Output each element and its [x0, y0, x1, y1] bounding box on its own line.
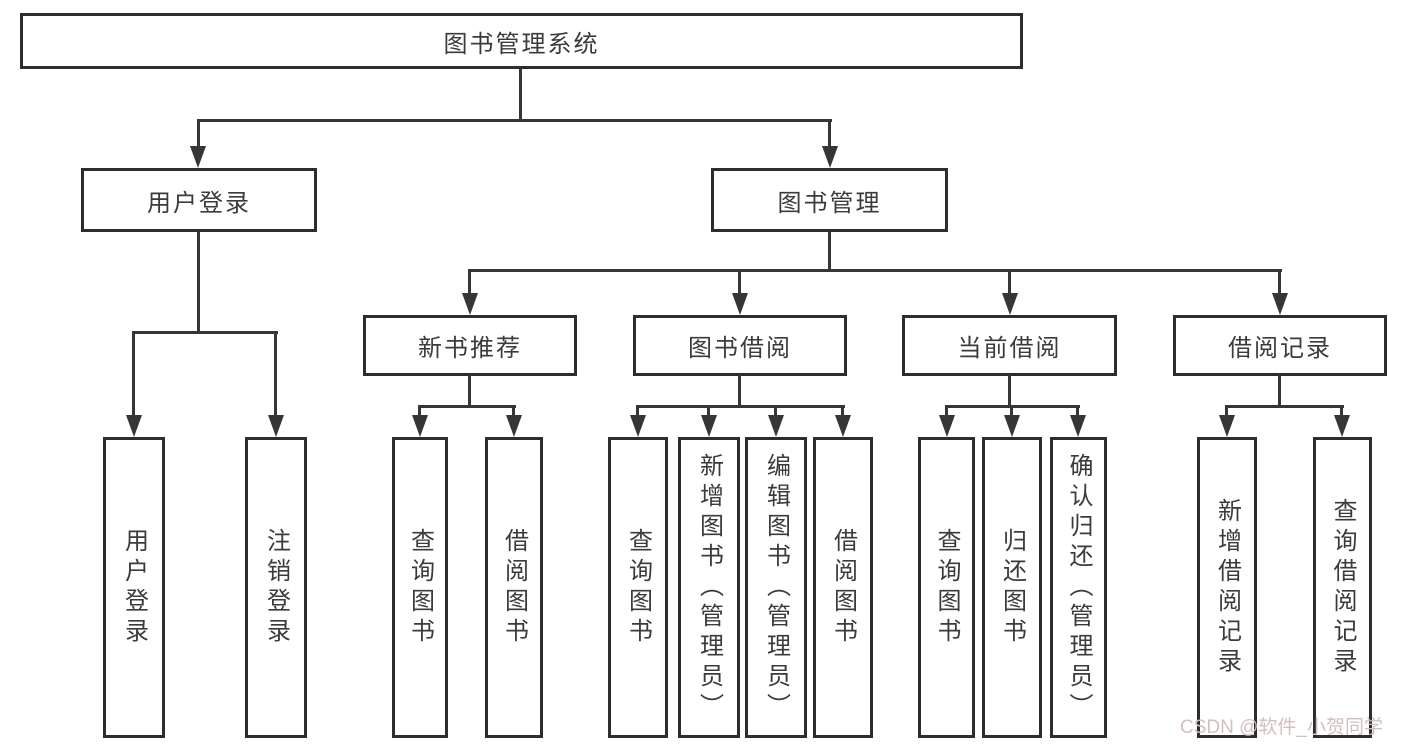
leaf-add-borrow-record-label: 新增借阅记录 — [1213, 497, 1241, 678]
arrowhead-down-icon — [835, 415, 851, 437]
arrowhead-down-icon — [1334, 415, 1350, 437]
leaf-query-books-recommend: 查询图书 — [392, 437, 448, 738]
node-new-book-recommend: 新书推荐 — [363, 315, 577, 376]
leaf-query-books-recommend-label: 查询图书 — [406, 527, 434, 648]
leaf-user-login-label: 用户登录 — [120, 527, 148, 648]
arrowhead-down-icon — [768, 415, 784, 437]
node-book-management: 图书管理 — [711, 168, 948, 232]
connector-line — [274, 331, 277, 421]
arrowhead-down-icon — [190, 146, 206, 168]
arrowhead-down-icon — [412, 415, 428, 437]
connector-line — [468, 269, 1282, 272]
leaf-query-books-borrow: 查询图书 — [608, 437, 668, 738]
leaf-return-books-label: 归还图书 — [998, 527, 1026, 648]
connector-line — [1008, 374, 1011, 407]
leaf-add-borrow-record: 新增借阅记录 — [1197, 437, 1257, 738]
leaf-add-books-admin: 新增图书（管理员） — [678, 437, 740, 738]
arrowhead-down-icon — [506, 415, 522, 437]
connector-line — [945, 405, 948, 421]
connector-line — [519, 69, 522, 120]
arrowhead-down-icon — [126, 415, 142, 437]
connector-line — [738, 374, 741, 407]
node-user-login-label: 用户登录 — [147, 189, 251, 217]
leaf-borrow-books-recommend-label: 借阅图书 — [500, 527, 528, 648]
arrowhead-down-icon — [1219, 415, 1235, 437]
leaf-edit-books-admin-label: 编辑图书（管理员） — [762, 452, 790, 723]
leaf-query-borrow-record-label: 查询借阅记录 — [1329, 497, 1356, 678]
connector-line — [707, 405, 710, 421]
connector-line — [1278, 374, 1281, 407]
node-user-login: 用户登录 — [81, 168, 317, 232]
connector-line — [1340, 405, 1343, 421]
watermark: CSDN @软件_小贺同学 — [1180, 717, 1383, 738]
connector-line — [1010, 405, 1013, 421]
connector-line — [1225, 405, 1228, 421]
node-new-book-recommend-label: 新书推荐 — [418, 335, 522, 362]
arrowhead-down-icon — [1004, 415, 1020, 437]
arrowhead-down-icon — [822, 146, 838, 168]
node-current-borrow-label: 当前借阅 — [957, 335, 1062, 362]
arrowhead-down-icon — [462, 293, 478, 315]
connector-line — [512, 405, 515, 421]
leaf-borrow-books-borrow: 借阅图书 — [813, 437, 873, 738]
connector-line — [1225, 405, 1344, 408]
arrowhead-down-icon — [630, 415, 646, 437]
connector-line — [1008, 269, 1011, 297]
node-book-borrow: 图书借阅 — [633, 315, 847, 376]
connector-line — [774, 405, 777, 421]
node-book-management-label: 图书管理 — [777, 189, 882, 217]
arrowhead-down-icon — [1002, 293, 1018, 315]
leaf-query-borrow-record: 查询借阅记录 — [1313, 437, 1372, 738]
arrowhead-down-icon — [268, 415, 284, 437]
leaf-borrow-books-recommend: 借阅图书 — [485, 437, 543, 738]
connector-line — [132, 331, 135, 421]
leaf-return-books: 归还图书 — [982, 437, 1042, 738]
arrowhead-down-icon — [1272, 293, 1288, 315]
connector-line — [418, 405, 516, 408]
arrowhead-down-icon — [732, 293, 748, 315]
connector-line — [828, 232, 831, 271]
leaf-confirm-return-admin: 确认归还（管理员） — [1050, 437, 1107, 738]
connector-line — [636, 405, 639, 421]
connector-line — [197, 232, 200, 333]
leaf-borrow-books-borrow-label: 借阅图书 — [829, 527, 857, 648]
arrowhead-down-icon — [1070, 415, 1086, 437]
leaf-query-books-borrow-label: 查询图书 — [624, 527, 652, 648]
connector-line — [828, 119, 831, 149]
node-borrow-records-label: 借阅记录 — [1228, 335, 1332, 362]
leaf-confirm-return-admin-label: 确认归还（管理员） — [1065, 452, 1092, 723]
connector-line — [468, 269, 471, 297]
connector-line — [841, 405, 844, 421]
connector-line — [197, 119, 832, 122]
connector-line — [197, 119, 200, 149]
leaf-logout: 注销登录 — [245, 437, 307, 738]
node-book-borrow-label: 图书借阅 — [688, 335, 792, 362]
arrowhead-down-icon — [701, 415, 717, 437]
node-root-label: 图书管理系统 — [443, 30, 600, 58]
leaf-edit-books-admin: 编辑图书（管理员） — [745, 437, 807, 738]
leaf-query-books-current-label: 查询图书 — [933, 527, 960, 648]
connector-line — [1278, 269, 1281, 297]
connector-line — [1076, 405, 1079, 421]
node-root: 图书管理系统 — [20, 13, 1023, 69]
leaf-query-books-current: 查询图书 — [918, 437, 975, 738]
connector-line — [468, 374, 471, 407]
connector-line — [738, 269, 741, 297]
connector-line — [636, 405, 845, 408]
leaf-user-login: 用户登录 — [103, 437, 165, 738]
leaf-add-books-admin-label: 新增图书（管理员） — [695, 452, 723, 723]
connector-line — [132, 331, 278, 334]
leaf-logout-label: 注销登录 — [262, 527, 290, 648]
node-borrow-records: 借阅记录 — [1173, 315, 1387, 376]
node-current-borrow: 当前借阅 — [902, 315, 1117, 376]
connector-line — [418, 405, 421, 421]
arrowhead-down-icon — [939, 415, 955, 437]
